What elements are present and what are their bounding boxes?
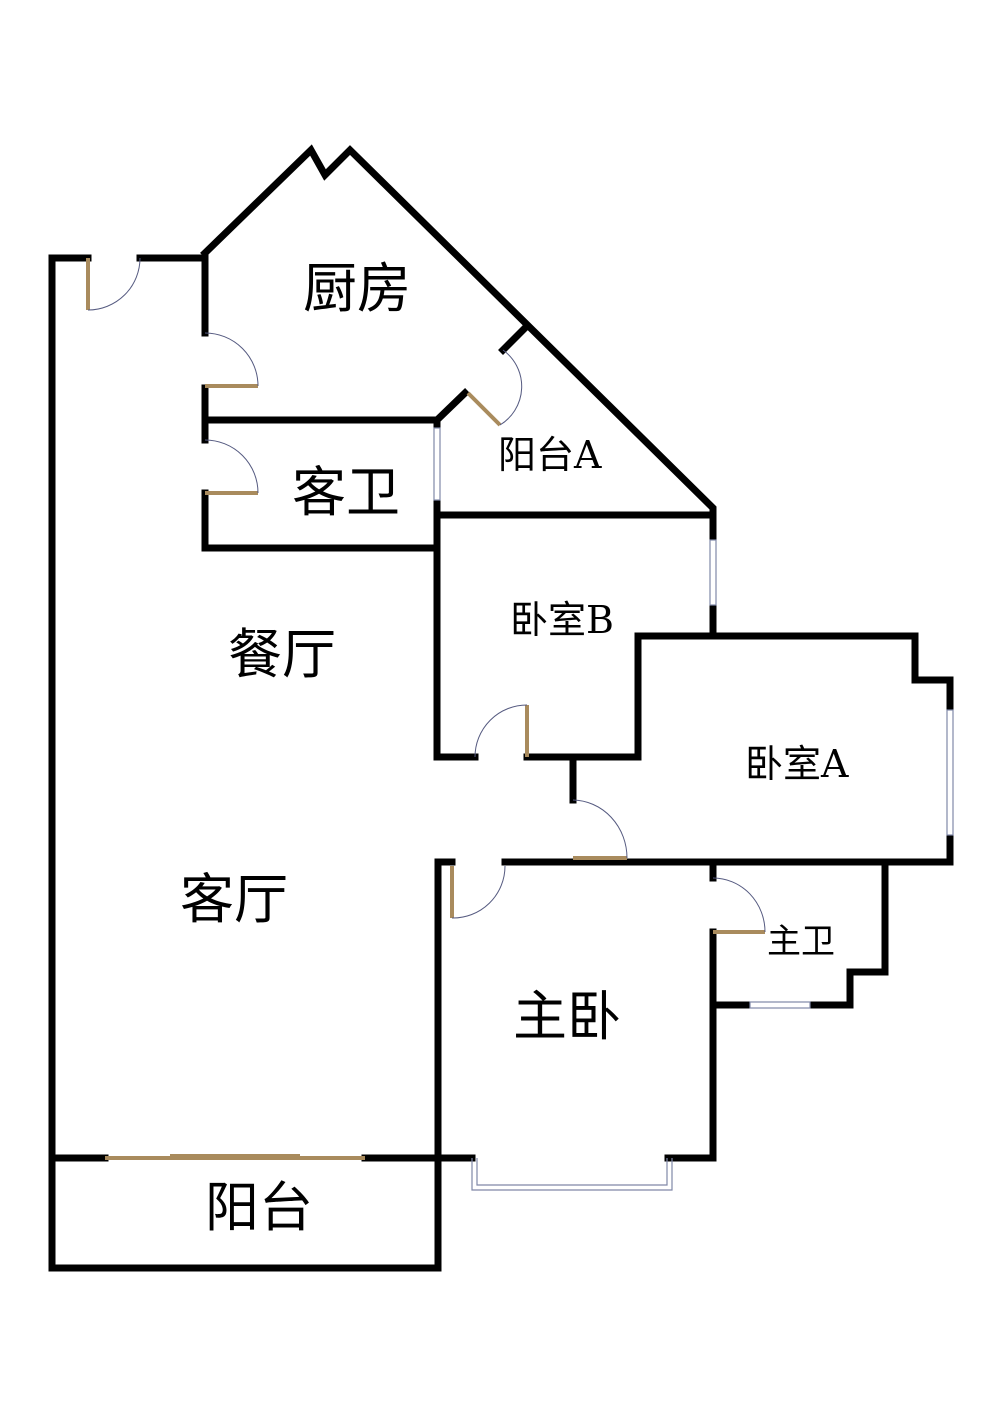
windows — [433, 427, 954, 1191]
room-label-bedroom-b: 卧室B — [510, 598, 614, 642]
room-label-bedroom-a: 卧室A — [745, 742, 849, 786]
room-label-master-bath: 主卫 — [767, 922, 835, 962]
room-label-dining: 餐厅 — [228, 623, 336, 686]
room-label-living: 客厅 — [180, 868, 288, 931]
room-label-kitchen: 厨房 — [303, 257, 411, 320]
doors — [86, 257, 766, 1160]
room-label-guest-bath: 客卫 — [292, 461, 400, 524]
walls — [48, 144, 954, 1272]
room-label-master-bedroom: 主卧 — [513, 985, 621, 1048]
room-label-balcony: 阳台 — [205, 1176, 313, 1239]
room-label-balcony-a: 阳台A — [498, 433, 602, 477]
